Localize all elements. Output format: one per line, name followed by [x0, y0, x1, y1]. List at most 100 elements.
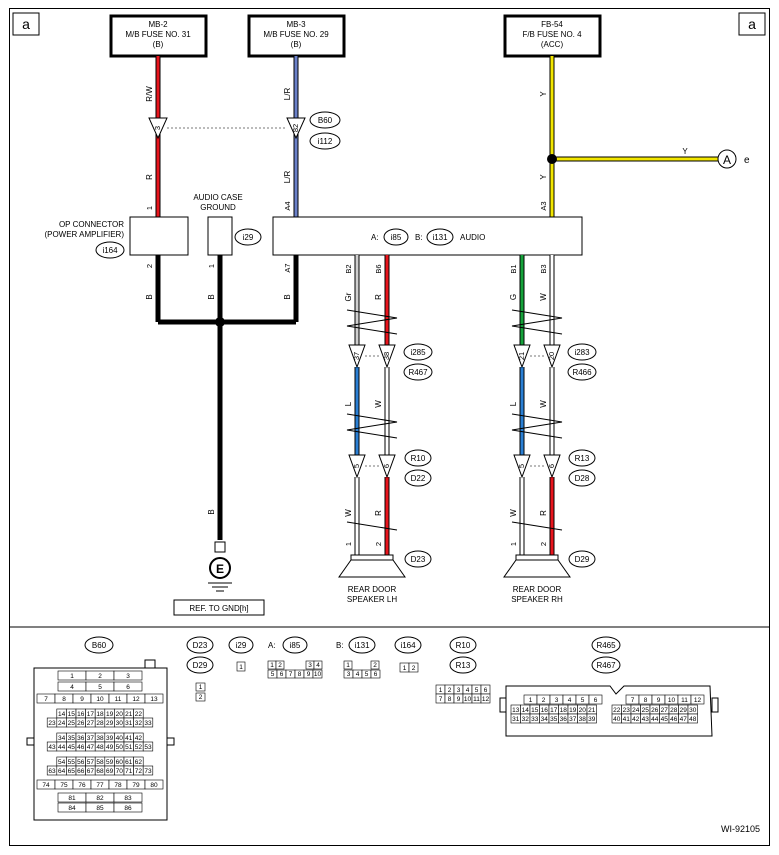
i131-cell — [370, 669, 381, 679]
audio-b-prefix: B: — [415, 233, 423, 242]
b60-pin: 53 — [144, 744, 152, 751]
r465-pin: 40 — [613, 716, 621, 723]
b60-pin: 43 — [48, 744, 56, 751]
legend-tag-b60-label: B60 — [92, 641, 107, 650]
figure-id: WI-92105 — [721, 824, 760, 834]
i85-pin: 1 — [270, 662, 274, 669]
i131-pin: 3 — [347, 671, 351, 678]
arrow-e-label: e — [744, 155, 750, 166]
b60-pin: 83 — [124, 795, 132, 802]
twist-lh-3 — [346, 521, 398, 531]
r10-pin: 7 — [439, 696, 443, 703]
b60-pin: 3 — [126, 673, 130, 680]
conn-rh-5 — [513, 454, 531, 479]
pin-38: 38 — [382, 352, 391, 360]
tag-i283 — [567, 343, 597, 361]
d23-cell — [195, 682, 206, 692]
wire-label-w-rh2: W — [539, 400, 548, 408]
b60-pin: 42 — [135, 735, 143, 742]
arrow-a-circle — [717, 149, 737, 169]
conn-rh-21 — [513, 344, 531, 369]
i85-cell — [275, 660, 285, 670]
b60-pin: 73 — [144, 768, 152, 775]
r10-pin: 8 — [448, 696, 452, 703]
tag-i112 — [309, 132, 341, 150]
wire-label-w-lh2: W — [344, 509, 353, 517]
b60-pin: 57 — [87, 759, 95, 766]
b60-pin: 14 — [58, 711, 66, 718]
corner-label-left: a — [22, 16, 30, 32]
wire-label-w-rh1: W — [539, 293, 548, 301]
b60-pin: 15 — [68, 711, 76, 718]
corner-marker-right — [738, 12, 766, 36]
wire-label-rw: R/W — [145, 86, 154, 102]
pin-a7: A7 — [283, 263, 292, 272]
legend-tag-i29-label: i29 — [236, 641, 247, 650]
b60-pin: 10 — [96, 696, 104, 703]
pin-5-rh: 5 — [517, 464, 526, 468]
fuse-mb3-line3: (B) — [291, 40, 302, 49]
legend-tag-r13 — [449, 656, 477, 674]
b60-cell — [113, 792, 143, 803]
b60-pin: 37 — [87, 735, 95, 742]
b60-side-tab-right — [166, 737, 175, 746]
b60-pin: 54 — [58, 759, 66, 766]
r465-pin: 14 — [522, 707, 530, 714]
fuse-fb54-line2: F/B FUSE NO. 4 — [522, 30, 582, 39]
legend-tag-i85-label: i85 — [290, 641, 301, 650]
b60-cell — [113, 802, 143, 813]
tag-d22-label: D22 — [411, 474, 426, 483]
twist-lh-2 — [346, 413, 398, 439]
legend-tag-i164-label: i164 — [400, 641, 416, 650]
r10-pin: 5 — [475, 687, 479, 694]
legend-tag-i131-label: i131 — [354, 641, 370, 650]
b60-pin: 1 — [70, 673, 74, 680]
op-connector-label1: OP CONNECTOR — [59, 220, 124, 229]
b60-cell — [142, 741, 154, 752]
speaker-lh — [338, 554, 406, 578]
b60-pin: 21 — [125, 711, 133, 718]
wire-y-yellow — [549, 56, 718, 217]
b60-pin: 52 — [135, 744, 143, 751]
wire-label-l-rh: L — [509, 401, 518, 406]
ground-e-circle — [209, 557, 231, 579]
b60-pin: 9 — [80, 696, 84, 703]
wire-label-g: G — [509, 294, 518, 300]
tag-r466-label: R466 — [572, 368, 592, 377]
b60-pin: 59 — [106, 759, 114, 766]
tag-r467-label: R467 — [408, 368, 428, 377]
r465-pin: 21 — [588, 707, 596, 714]
b60-cell — [142, 765, 154, 776]
splice-dot-yellow — [547, 154, 557, 164]
r465-pin: 20 — [579, 707, 587, 714]
fuse-fb54: FB-54 F/B FUSE NO. 4 (ACC) — [503, 14, 602, 58]
b60-pin: 7 — [44, 696, 48, 703]
conn-lh-37 — [348, 344, 366, 369]
b60-latch — [144, 659, 156, 669]
b60-cell — [113, 681, 143, 692]
r465-pin: 29 — [680, 707, 688, 714]
r465-pin: 30 — [689, 707, 697, 714]
b60-pin: 61 — [125, 759, 133, 766]
i85-pin: 9 — [307, 671, 311, 678]
legend-a-prefix: A: — [268, 641, 276, 650]
b60-pin: 67 — [87, 768, 95, 775]
pin-a3: A3 — [539, 201, 548, 210]
b60-pin: 17 — [87, 711, 95, 718]
b60-pin: 8 — [62, 696, 66, 703]
tag-r13 — [568, 449, 596, 467]
i29-cell — [236, 661, 246, 672]
b60-pin: 60 — [116, 759, 124, 766]
pin-b1: B1 — [509, 264, 518, 273]
b60-pin: 11 — [115, 696, 122, 703]
r465-pin: 39 — [588, 716, 596, 723]
b60-pin: 70 — [116, 768, 124, 775]
fuse-mb2-line2: M/B FUSE NO. 31 — [125, 30, 191, 39]
r465-pin: 16 — [541, 707, 549, 714]
arrow-a-label: A — [723, 153, 731, 167]
b60-pin: 47 — [87, 744, 95, 751]
pin-6-lh: 6 — [382, 464, 391, 468]
b60-pin: 18 — [96, 711, 104, 718]
d23-cell — [195, 692, 206, 702]
